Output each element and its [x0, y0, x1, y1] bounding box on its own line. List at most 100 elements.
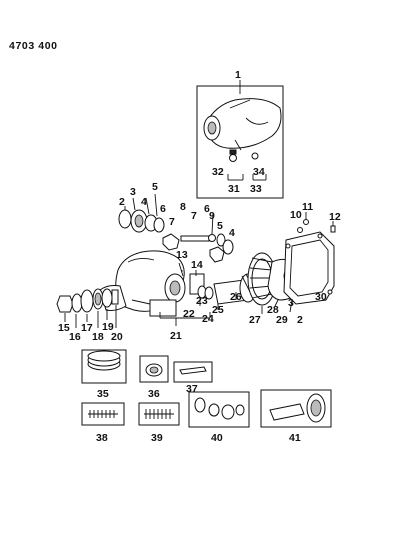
kit-37-part	[179, 366, 207, 375]
kit-40-part-b	[208, 403, 220, 417]
callout-22: 22	[183, 308, 195, 320]
callout-2b: 2	[297, 314, 303, 326]
callout-9: 9	[209, 210, 215, 222]
callout-23: 23	[196, 295, 208, 307]
callout-24: 24	[202, 313, 214, 325]
kit-40-part-c	[221, 404, 235, 420]
callout-2a: 2	[119, 196, 125, 208]
washer-11	[303, 219, 309, 225]
leader-13	[178, 262, 184, 277]
carrier-housing-inset	[204, 98, 282, 149]
callout-21: 21	[170, 330, 182, 342]
plug-32	[229, 154, 237, 162]
callout-3a: 3	[130, 186, 136, 198]
washer-16	[71, 293, 83, 313]
kit-38-part	[88, 410, 118, 418]
callout-29: 29	[276, 314, 288, 326]
kit-39	[138, 402, 180, 426]
differential-assembly-inset	[196, 80, 284, 199]
flange-17	[80, 289, 94, 313]
callout-30: 30	[315, 291, 327, 303]
washer-5b	[216, 233, 226, 247]
kit-36-box	[139, 355, 169, 383]
callout-39: 39	[151, 432, 163, 444]
nut-15	[56, 295, 74, 313]
kit-41-box	[260, 389, 332, 428]
callout-14: 14	[191, 259, 203, 271]
callout-32: 32	[212, 166, 224, 178]
bearing-19	[101, 288, 113, 308]
callout-37: 37	[186, 383, 198, 395]
callout-10: 10	[290, 209, 302, 221]
drive-pinion-group	[159, 262, 259, 326]
pinion-4b	[222, 239, 234, 255]
kit-35	[81, 349, 127, 384]
callout-18: 18	[92, 331, 104, 343]
pinion-parts	[56, 288, 119, 328]
washer-2	[118, 209, 132, 229]
callout-36: 36	[148, 388, 160, 400]
callout-20: 20	[111, 331, 123, 343]
gasket-32	[229, 149, 237, 155]
callout-40: 40	[211, 432, 223, 444]
bearing-cap-center	[169, 280, 181, 296]
gear-6	[162, 233, 180, 251]
callout-15: 15	[58, 322, 70, 334]
leader-28	[274, 299, 279, 307]
callout-41: 41	[289, 432, 301, 444]
spacer-20	[111, 289, 119, 305]
callout-13: 13	[176, 249, 188, 261]
leader-4	[145, 197, 150, 215]
leader-3b	[289, 299, 293, 313]
kit-38-box	[81, 402, 125, 426]
callout-7b: 7	[169, 216, 175, 228]
callout-25: 25	[212, 304, 224, 316]
kit-41-ring-gear-center	[310, 399, 322, 417]
callout-8: 8	[180, 201, 186, 213]
cover-bolt-c	[327, 289, 333, 295]
flange-center-inset	[207, 121, 217, 135]
callout-3b: 3	[288, 297, 294, 309]
kit-40-part-d	[235, 404, 245, 416]
kit-41	[260, 389, 332, 428]
callout-4b: 4	[229, 227, 235, 239]
kit-39-part	[144, 409, 174, 419]
bolt-12	[330, 225, 336, 233]
callout-16: 16	[69, 331, 81, 343]
pin-9	[208, 234, 216, 242]
carrier-detail-lines	[127, 257, 155, 305]
carrier-housing	[99, 250, 186, 317]
kit-35-part-c	[87, 350, 121, 362]
kit-40	[188, 391, 250, 428]
callout-6b: 6	[204, 203, 210, 215]
callout-1: 1	[235, 69, 241, 81]
callout-19: 19	[102, 321, 114, 333]
callout-5a: 5	[152, 181, 158, 193]
cover-bolt-b	[317, 233, 323, 239]
leader-9	[211, 212, 214, 235]
callout-34: 34	[253, 166, 265, 178]
kit-41-pinion	[269, 403, 305, 421]
seal-18-center	[94, 292, 102, 306]
kit-40-part-a	[194, 397, 206, 413]
callout-labels: 1 32 34 31 33 3 5 4 2 6 8 6 7 9 7 5 4 11…	[58, 69, 341, 444]
shim-23	[204, 286, 214, 300]
diagram-code: 4703 400	[9, 40, 58, 52]
rear-cover-inner	[289, 239, 329, 297]
callout-7a: 7	[191, 210, 197, 222]
pinion-shaft-8	[180, 235, 210, 242]
kit-38	[81, 402, 125, 426]
leader-5	[154, 193, 158, 217]
kit-40-box	[188, 391, 250, 428]
kit-37	[173, 361, 213, 383]
callout-31: 31	[228, 183, 240, 195]
housing-detail-lines	[229, 99, 269, 151]
kit-36-part-center	[149, 366, 159, 374]
kit-39-box	[138, 402, 180, 426]
callout-38: 38	[96, 432, 108, 444]
callout-5b: 5	[217, 220, 223, 232]
kit-37-box	[173, 361, 213, 383]
rear-cover-group	[283, 212, 336, 305]
carrier-foot	[149, 299, 177, 317]
